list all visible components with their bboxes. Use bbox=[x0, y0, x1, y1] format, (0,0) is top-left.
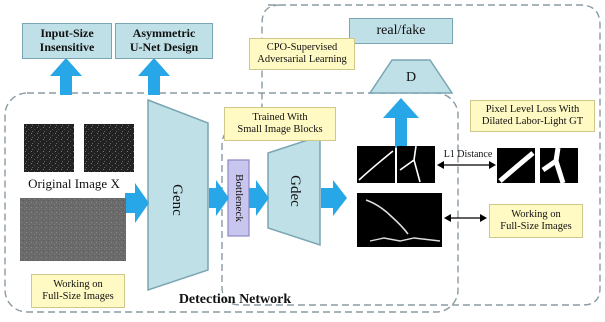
genc-block bbox=[147, 98, 209, 292]
arrow-up-input-size bbox=[50, 58, 82, 95]
arrow-up-asymmetric bbox=[138, 58, 170, 95]
cpo-supervised-note: CPO-Supervised Adversarial Learning bbox=[249, 38, 355, 70]
genc-label: Genc bbox=[168, 184, 185, 216]
real-fake-box: real/fake bbox=[349, 18, 453, 44]
arrow-up-discriminator bbox=[383, 98, 419, 148]
detection-network-region bbox=[4, 92, 459, 313]
gt-stroke bbox=[541, 147, 566, 184]
bottleneck-label: Bottleneck bbox=[233, 174, 246, 222]
working-full-size-left-note: Working on Full-Size Images bbox=[31, 274, 125, 308]
l1-distance-arrow bbox=[437, 161, 496, 169]
adversarial-region bbox=[221, 4, 601, 306]
crack-stroke bbox=[399, 145, 421, 183]
arrow-genc-to-bottleneck bbox=[209, 180, 229, 216]
discriminator-label: D bbox=[405, 69, 417, 85]
crack-stroke bbox=[365, 199, 409, 235]
pixel-level-loss-note: Pixel Level Loss With Dilated Labor-Ligh… bbox=[470, 100, 595, 132]
input-patch-2 bbox=[84, 124, 134, 172]
arrow-bottleneck-to-gdec bbox=[249, 180, 269, 216]
asymmetric-unet-box: Asymmetric U-Net Design bbox=[115, 23, 213, 59]
input-size-insensitive-box: Input-Size Insensitive bbox=[22, 23, 112, 59]
gdec-label: Gdec bbox=[286, 175, 303, 207]
trained-small-blocks-note: Trained With Small Image Blocks bbox=[224, 107, 336, 141]
input-full-image bbox=[20, 198, 126, 261]
l1-distance-label: L1 Distance bbox=[443, 149, 493, 161]
arrow-image-to-genc bbox=[125, 183, 149, 223]
crack-stroke bbox=[369, 237, 441, 242]
crack-stroke bbox=[358, 150, 394, 181]
arrow-gdec-to-output bbox=[321, 180, 347, 216]
original-image-label: Original Image X bbox=[28, 175, 120, 191]
gt-stroke bbox=[498, 151, 535, 183]
working-full-size-right-note: Working on Full-Size Images bbox=[489, 204, 583, 238]
gdec-block bbox=[267, 134, 321, 247]
output-to-working-arrow bbox=[444, 214, 487, 222]
detection-network-label: Detection Network bbox=[178, 291, 292, 307]
discriminator-block bbox=[368, 59, 454, 94]
input-patch-1 bbox=[24, 124, 74, 172]
